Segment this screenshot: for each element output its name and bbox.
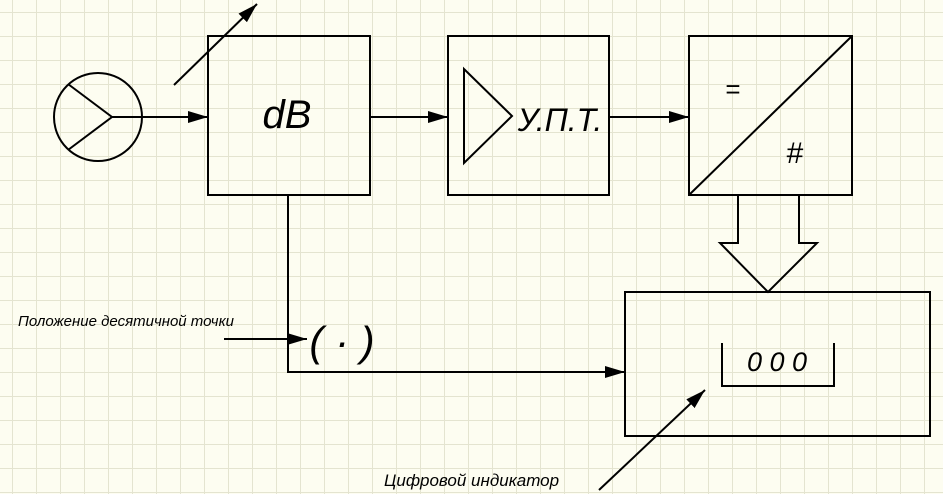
amplifier-label: У.П.Т. <box>517 102 603 138</box>
display-block: 0 0 0 <box>624 291 931 437</box>
adc-diagonal <box>688 35 853 196</box>
amplifier-triangle-icon <box>463 66 514 166</box>
input-source-symbol <box>53 72 143 162</box>
range-signal-line <box>287 195 625 378</box>
digital-indicator-label: Цифровой индикатор <box>384 471 559 490</box>
adc-block: = # <box>688 35 853 196</box>
attenuator-label: dB <box>263 93 312 137</box>
variable-adjust-arrow <box>173 3 258 86</box>
adc-analog-symbol: = <box>725 74 740 104</box>
decimal-point-label: ( · ) <box>309 318 374 365</box>
bus-arrow <box>717 195 820 294</box>
decimal-point-position-label: Положение десятичной точки <box>18 313 235 330</box>
display-readout: 0 0 0 <box>747 347 807 377</box>
amplifier-block: У.П.Т. <box>447 35 610 196</box>
display-window-bracket <box>721 343 835 387</box>
digital-indicator-pointer <box>598 389 706 491</box>
adc-digital-symbol: # <box>787 137 804 170</box>
attenuator-block: dB <box>207 35 371 196</box>
